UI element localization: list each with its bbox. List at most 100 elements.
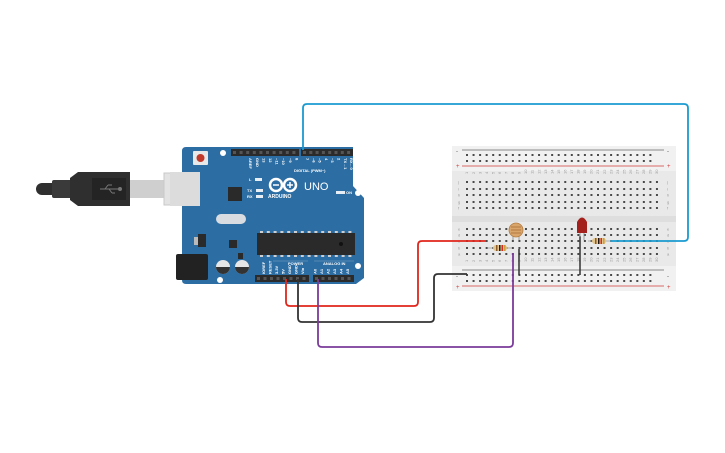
- breadboard-hole[interactable]: [472, 247, 475, 249]
- breadboard-hole[interactable]: [466, 188, 468, 190]
- breadboard-hole[interactable]: [636, 201, 639, 203]
- breadboard-hole[interactable]: [498, 228, 501, 230]
- breadboard-hole[interactable]: [518, 160, 521, 162]
- breadboard-hole[interactable]: [472, 234, 475, 236]
- breadboard-hole[interactable]: [505, 188, 508, 190]
- breadboard-hole[interactable]: [511, 207, 514, 209]
- breadboard-hole[interactable]: [498, 253, 501, 255]
- breadboard-hole[interactable]: [590, 274, 593, 276]
- breadboard-hole[interactable]: [472, 201, 475, 203]
- header-pin[interactable]: [341, 277, 344, 280]
- breadboard-hole[interactable]: [583, 160, 586, 162]
- breadboard-hole[interactable]: [564, 188, 567, 190]
- breadboard-hole[interactable]: [485, 207, 488, 209]
- breadboard-hole[interactable]: [642, 160, 645, 162]
- breadboard-hole[interactable]: [479, 253, 482, 255]
- breadboard-hole[interactable]: [603, 234, 606, 236]
- breadboard-hole[interactable]: [538, 207, 541, 209]
- breadboard-hole[interactable]: [551, 274, 554, 276]
- breadboard-hole[interactable]: [564, 253, 567, 255]
- breadboard-hole[interactable]: [642, 201, 645, 203]
- breadboard-hole[interactable]: [492, 253, 495, 255]
- breadboard-hole[interactable]: [538, 228, 541, 230]
- breadboard-hole[interactable]: [511, 194, 514, 196]
- breadboard-hole[interactable]: [603, 160, 606, 162]
- breadboard-hole[interactable]: [583, 247, 586, 249]
- breadboard-hole[interactable]: [544, 274, 547, 276]
- breadboard-hole[interactable]: [603, 154, 606, 156]
- breadboard-hole[interactable]: [629, 154, 632, 156]
- reset-button-cap[interactable]: [196, 154, 205, 162]
- breadboard-hole[interactable]: [570, 234, 573, 236]
- header-pin[interactable]: [309, 151, 313, 154]
- header-pin[interactable]: [340, 151, 344, 154]
- breadboard-hole[interactable]: [551, 234, 554, 236]
- breadboard-hole[interactable]: [544, 240, 547, 242]
- breadboard-hole[interactable]: [524, 228, 527, 230]
- breadboard-hole[interactable]: [623, 207, 626, 209]
- breadboard-hole[interactable]: [577, 247, 580, 249]
- breadboard-hole[interactable]: [511, 201, 514, 203]
- breadboard-hole[interactable]: [505, 240, 508, 242]
- breadboard-hole[interactable]: [518, 154, 521, 156]
- breadboard-hole[interactable]: [472, 207, 475, 209]
- breadboard-hole[interactable]: [551, 240, 554, 242]
- breadboard-hole[interactable]: [485, 181, 488, 183]
- breadboard-hole[interactable]: [544, 194, 547, 196]
- breadboard-hole[interactable]: [564, 280, 567, 282]
- breadboard-hole[interactable]: [642, 280, 645, 282]
- breadboard-hole[interactable]: [655, 188, 658, 190]
- header-pin[interactable]: [252, 151, 256, 154]
- breadboard-hole[interactable]: [603, 228, 606, 230]
- breadboard-hole[interactable]: [616, 280, 619, 282]
- breadboard-hole[interactable]: [577, 274, 580, 276]
- breadboard-hole[interactable]: [544, 253, 547, 255]
- breadboard-hole[interactable]: [597, 207, 599, 209]
- breadboard-hole[interactable]: [583, 154, 586, 156]
- breadboard-hole[interactable]: [564, 201, 567, 203]
- breadboard-hole[interactable]: [577, 234, 580, 236]
- breadboard-hole[interactable]: [531, 274, 534, 276]
- header-pin[interactable]: [303, 151, 306, 154]
- breadboard-hole[interactable]: [492, 240, 495, 242]
- breadboard-hole[interactable]: [603, 188, 606, 190]
- breadboard-hole[interactable]: [472, 154, 475, 156]
- breadboard-hole[interactable]: [492, 188, 495, 190]
- breadboard-hole[interactable]: [531, 247, 534, 249]
- breadboard-hole[interactable]: [479, 228, 482, 230]
- breadboard-hole[interactable]: [479, 207, 482, 209]
- breadboard-hole[interactable]: [590, 188, 593, 190]
- breadboard-hole[interactable]: [492, 228, 495, 230]
- photoresistor[interactable]: [508, 222, 524, 240]
- breadboard-hole[interactable]: [485, 253, 488, 255]
- breadboard-hole[interactable]: [577, 188, 580, 190]
- breadboard-hole[interactable]: [466, 160, 468, 162]
- breadboard-hole[interactable]: [551, 154, 554, 156]
- breadboard-hole[interactable]: [642, 247, 645, 249]
- breadboard-hole[interactable]: [655, 247, 658, 249]
- breadboard-hole[interactable]: [538, 194, 541, 196]
- breadboard-hole[interactable]: [616, 253, 619, 255]
- breadboard-hole[interactable]: [564, 194, 567, 196]
- breadboard-hole[interactable]: [629, 181, 632, 183]
- breadboard-hole[interactable]: [538, 201, 541, 203]
- breadboard-hole[interactable]: [557, 247, 560, 249]
- breadboard-hole[interactable]: [518, 240, 521, 242]
- breadboard-hole[interactable]: [597, 274, 599, 276]
- breadboard-hole[interactable]: [505, 181, 508, 183]
- breadboard-hole[interactable]: [597, 188, 599, 190]
- breadboard-hole[interactable]: [649, 188, 652, 190]
- breadboard-hole[interactable]: [485, 160, 488, 162]
- breadboard-hole[interactable]: [551, 228, 554, 230]
- breadboard-hole[interactable]: [498, 207, 501, 209]
- breadboard-hole[interactable]: [636, 253, 639, 255]
- breadboard-hole[interactable]: [544, 247, 547, 249]
- header-pin[interactable]: [233, 151, 236, 154]
- breadboard-hole[interactable]: [610, 280, 613, 282]
- breadboard-hole[interactable]: [636, 280, 639, 282]
- breadboard-hole[interactable]: [531, 240, 534, 242]
- breadboard-hole[interactable]: [616, 274, 619, 276]
- breadboard-hole[interactable]: [629, 188, 632, 190]
- breadboard-hole[interactable]: [610, 228, 613, 230]
- breadboard-hole[interactable]: [524, 207, 527, 209]
